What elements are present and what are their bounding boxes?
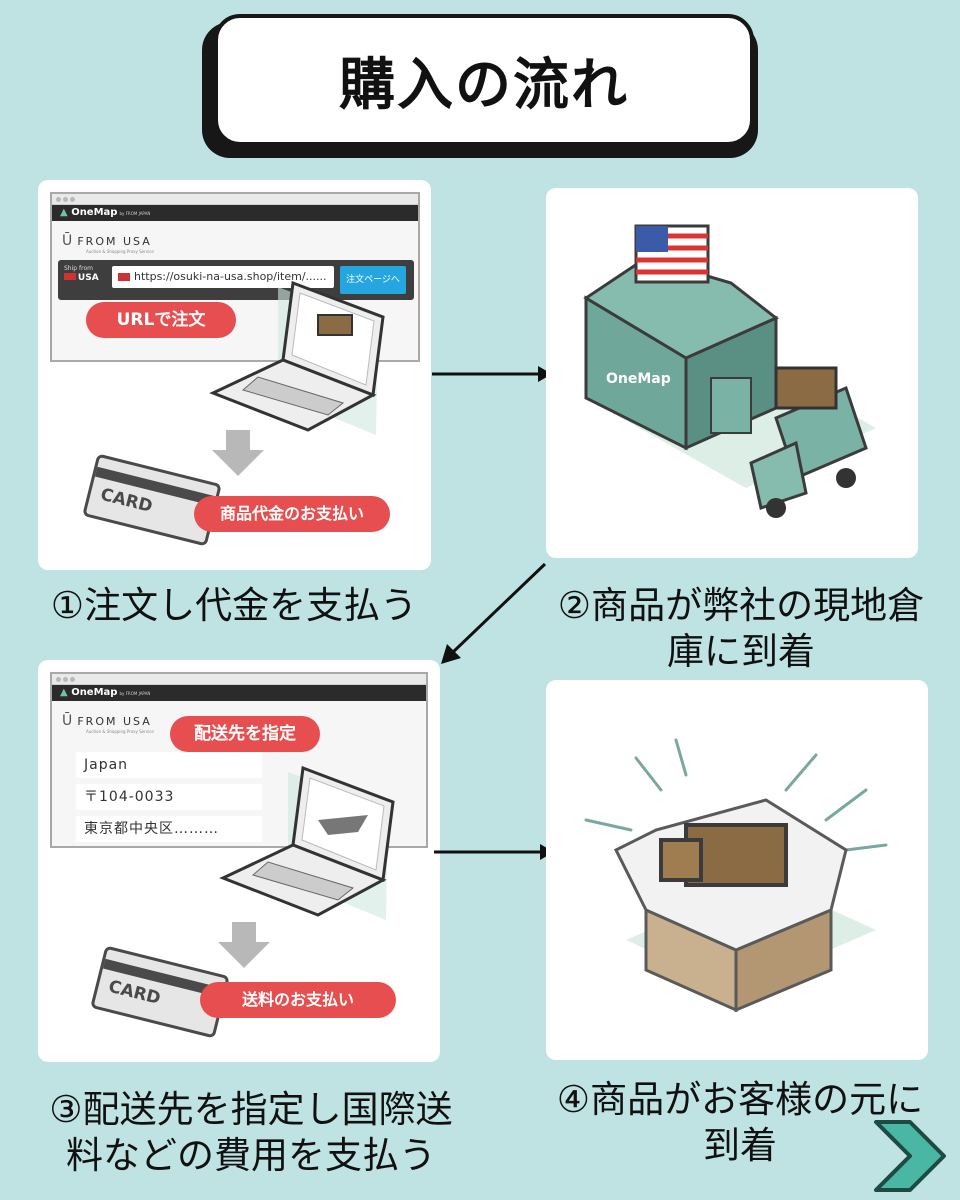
country-field[interactable]: Japan [76, 752, 262, 778]
step3-caption-line2: 料などの費用を支払う [66, 1134, 436, 1177]
fromusa-sub: Auction & Shopping Proxy Service [86, 729, 154, 734]
order-page-button[interactable]: 注文ページへ [340, 266, 406, 294]
fromusa-logo: Ū FROM USA Auction & Shopping Proxy Serv… [62, 230, 154, 254]
brand-name: OneMap [71, 687, 118, 698]
step4-panel [546, 680, 928, 1060]
ship-from-country: USA [77, 273, 99, 283]
brand-sub: by FROM JAPAN [119, 211, 151, 216]
brand-sub: by FROM JAPAN [119, 691, 151, 696]
url-bar: Ship from USA https://osuki-na-usa.shop/… [58, 260, 414, 300]
step3-caption-line1: ③配送先を指定し国際送 [49, 1088, 453, 1131]
down-arrow-icon [212, 430, 264, 476]
ship-from: Ship from USA [64, 265, 99, 283]
warehouse-logo: OneMap [606, 371, 671, 387]
url-order-bubble: URLで注文 [86, 302, 236, 338]
payment-bubble: 商品代金のお支払い [194, 496, 390, 532]
fromusa-sub: Auction & Shopping Proxy Service [86, 249, 154, 254]
step4-caption-line1: ④商品がお客様の元に [556, 1078, 924, 1121]
fromusa-icon: Ū [62, 233, 73, 249]
title-box: 購入の流れ [214, 14, 754, 146]
next-arrow-button[interactable] [870, 1116, 950, 1196]
ship-from-label: Ship from [64, 265, 93, 272]
laptop-illustration [209, 280, 385, 435]
bear-toy-icon [317, 314, 353, 336]
package-illustration [584, 738, 888, 1013]
shipping-payment-bubble: 送料のお支払い [200, 982, 396, 1018]
onemap-logo-icon: ▲ [60, 687, 68, 698]
laptop-illustration [219, 765, 395, 920]
step2-panel: OneMap [546, 188, 918, 558]
arrow-right-icon [432, 366, 552, 382]
us-flag-icon [64, 273, 76, 280]
arrow-right-icon [434, 844, 554, 860]
onemap-logo-icon: ▲ [60, 207, 68, 218]
arrow-diagonal-icon [441, 562, 547, 664]
us-flag-icon [118, 273, 130, 281]
page-title: 購入の流れ [339, 52, 629, 118]
fromusa-logo: Ū FROM USA Auction & Shopping Proxy Serv… [62, 710, 154, 734]
down-arrow-icon [218, 922, 270, 968]
warehouse-illustration: OneMap [583, 224, 876, 518]
brand-name: OneMap [71, 207, 118, 218]
step2-caption-line2: 庫に到着 [667, 630, 815, 673]
url-text: https://osuki-na-usa.shop/item/...... [134, 270, 327, 283]
step2-caption-line1: ②商品が弊社の現地倉 [557, 584, 925, 627]
fromusa-text: FROM USA [77, 235, 152, 248]
postal-field[interactable]: 〒104-0033 [76, 784, 262, 810]
browser-tabbar [52, 194, 418, 205]
bear-toy-icon [774, 366, 838, 410]
fromusa-icon: Ū [62, 713, 73, 729]
address-field[interactable]: 東京都中央区……… [76, 816, 262, 842]
address-bubble: 配送先を指定 [170, 716, 320, 752]
step4-caption-line2: 到着 [703, 1124, 777, 1167]
airplane-icon [318, 815, 368, 835]
browser-tabbar [52, 674, 426, 685]
fromusa-text: FROM USA [77, 715, 152, 728]
step1-caption: ①注文し代金を支払う [50, 584, 418, 627]
sparkle-lines-icon [584, 738, 888, 852]
url-input[interactable]: https://osuki-na-usa.shop/item/...... [112, 266, 334, 288]
